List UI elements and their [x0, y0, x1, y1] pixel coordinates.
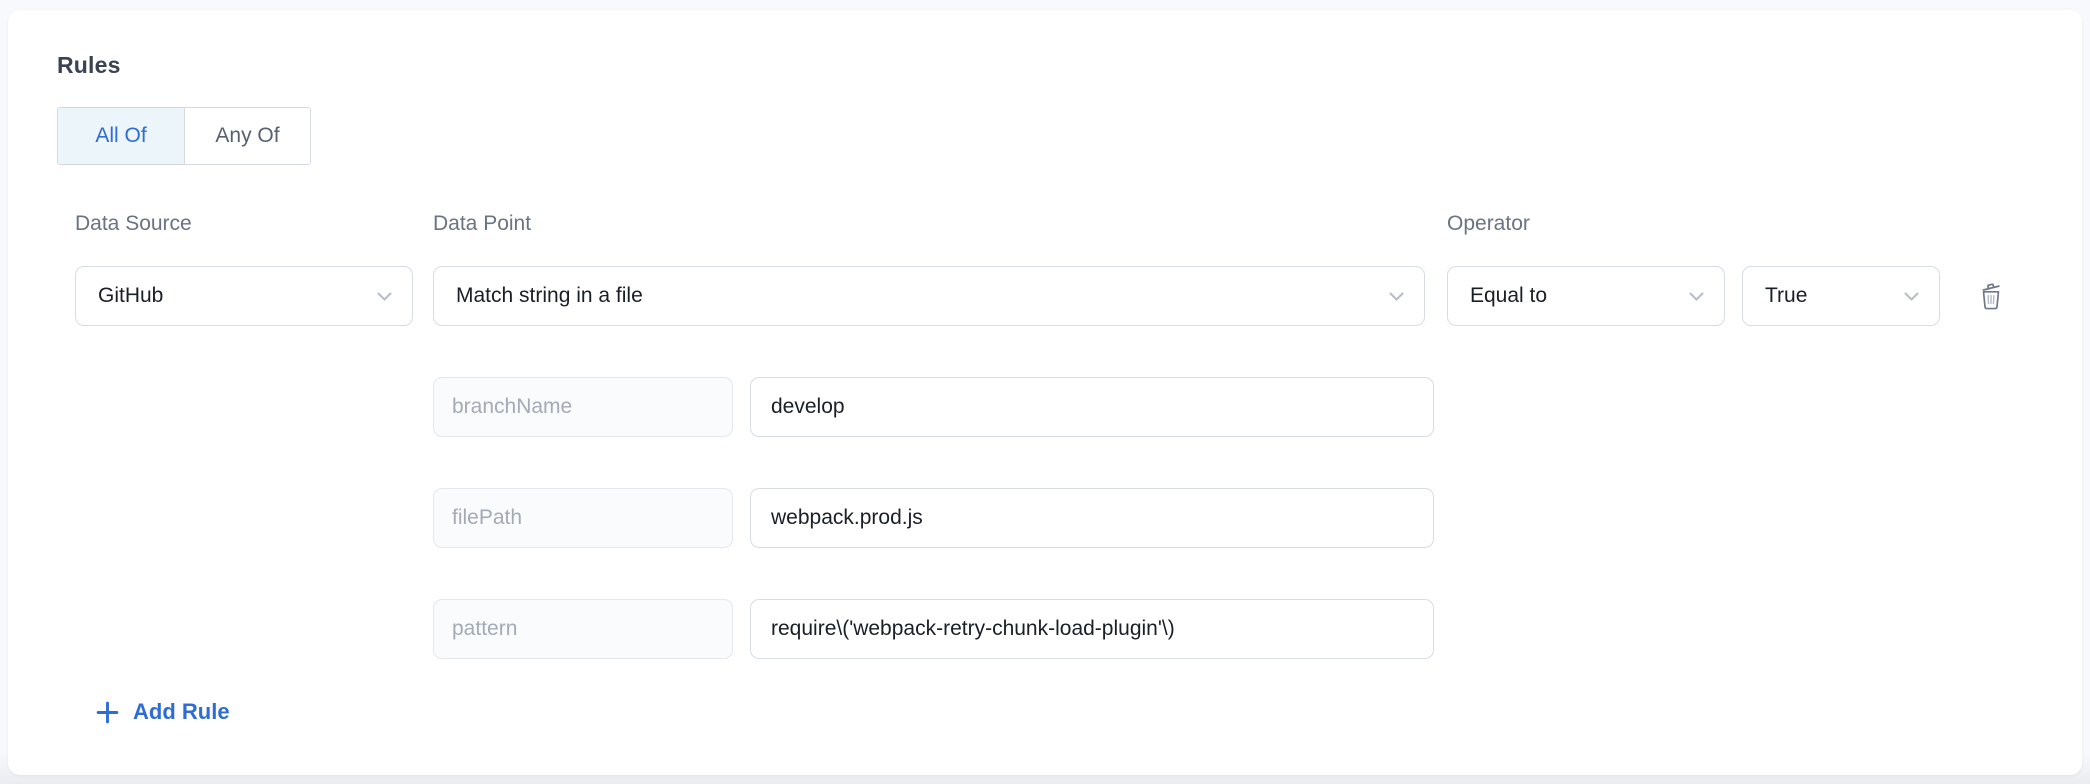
- param-row: [433, 599, 2033, 659]
- param-key-input: [433, 377, 733, 437]
- rule-row: Data Source GitHub Data Point Match stri…: [75, 212, 2033, 326]
- chevron-down-icon: [1389, 292, 1404, 301]
- param-row: [433, 488, 2033, 548]
- data-point-label: Data Point: [433, 212, 532, 235]
- plus-icon: [95, 700, 120, 725]
- chevron-down-icon: [1904, 292, 1919, 301]
- any-of-button[interactable]: Any Of: [184, 108, 310, 164]
- trash-icon: [1976, 279, 2006, 314]
- param-value-input[interactable]: [750, 377, 1434, 437]
- chevron-down-icon: [377, 292, 392, 301]
- param-key-input: [433, 599, 733, 659]
- data-point-select[interactable]: Match string in a file: [433, 266, 1425, 326]
- add-rule-label: Add Rule: [133, 699, 230, 724]
- operator-label: Operator: [1447, 212, 1530, 235]
- chevron-down-icon: [1689, 292, 1704, 301]
- data-source-column: Data Source GitHub: [75, 212, 413, 326]
- rule-params: [433, 377, 2033, 659]
- operator-controls: Equal to True: [1447, 266, 2006, 326]
- rules-card: Rules All Of Any Of Data Source GitHub D…: [8, 10, 2082, 775]
- add-rule-button[interactable]: Add Rule: [95, 699, 230, 725]
- param-key-input: [433, 488, 733, 548]
- data-source-value: GitHub: [98, 284, 164, 307]
- all-of-button[interactable]: All Of: [58, 108, 184, 164]
- param-row: [433, 377, 2033, 437]
- operator-value: Equal to: [1470, 284, 1548, 307]
- operator-target-value: True: [1765, 284, 1808, 307]
- data-source-label: Data Source: [75, 212, 192, 235]
- operator-target-select[interactable]: True: [1742, 266, 1940, 326]
- operator-select[interactable]: Equal to: [1447, 266, 1725, 326]
- delete-rule-button[interactable]: [1976, 279, 2006, 314]
- operator-column: Operator Equal to True: [1447, 212, 2006, 326]
- param-value-input[interactable]: [750, 599, 1434, 659]
- match-type-toggle: All Of Any Of: [57, 107, 311, 165]
- data-source-select[interactable]: GitHub: [75, 266, 413, 326]
- param-value-input[interactable]: [750, 488, 1434, 548]
- data-point-column: Data Point Match string in a file: [433, 212, 1425, 326]
- rules-section-title: Rules: [57, 52, 121, 78]
- data-point-value: Match string in a file: [456, 284, 643, 307]
